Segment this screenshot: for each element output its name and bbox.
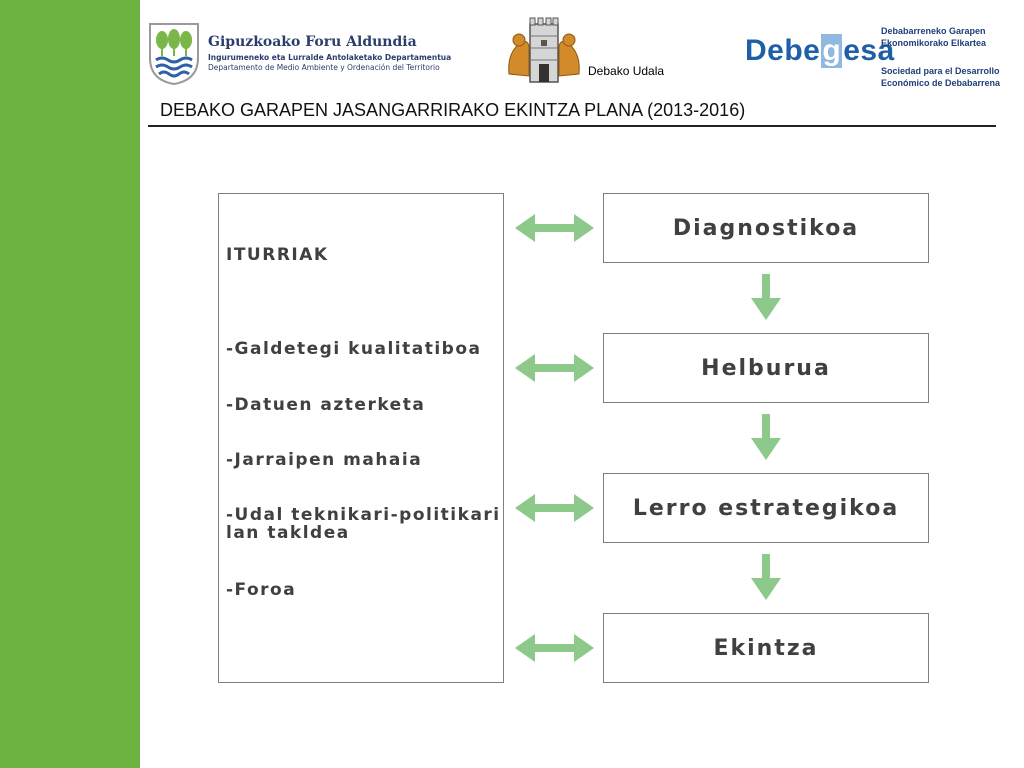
page-title: DEBAKO GARAPEN JASANGARRIRAKO EKINTZA PL… bbox=[160, 100, 746, 120]
step-box-helburua: Helburua bbox=[603, 333, 929, 403]
double-arrow-icon bbox=[515, 634, 594, 662]
step-box-diagnostikoa: Diagnostikoa bbox=[603, 193, 929, 263]
debegesa-wordmark: Debegesa bbox=[745, 34, 895, 68]
down-arrow-icon bbox=[751, 274, 781, 320]
title-divider bbox=[148, 125, 996, 127]
down-arrow-icon bbox=[751, 414, 781, 460]
debegesa-logo: Debegesa Debabarreneko Garapen Ekonomiko… bbox=[745, 26, 1015, 90]
sources-box bbox=[218, 193, 504, 683]
source-item: -Datuen azterketa bbox=[226, 395, 426, 415]
gfa-subtitle-es: Departamento de Medio Ambiente y Ordenac… bbox=[208, 63, 440, 72]
source-item: -Udal teknikari-politikari lan takldea bbox=[226, 505, 501, 543]
debegesa-line-2: Ekonomikorako Elkartea bbox=[881, 38, 987, 48]
double-arrow-icon bbox=[515, 354, 594, 382]
gfa-logo: Gipuzkoako Foru Aldundia Ingurumeneko et… bbox=[148, 22, 452, 88]
debako-coat-of-arms-icon bbox=[508, 17, 580, 83]
debako-udala-label: Debako Udala bbox=[588, 64, 665, 78]
debegesa-line-3: Sociedad para el Desarrollo bbox=[881, 66, 1000, 76]
step-box-lerro-estrategikoa: Lerro estrategikoa bbox=[603, 473, 929, 543]
double-arrow-icon bbox=[515, 214, 594, 242]
down-arrow-icon bbox=[751, 554, 781, 600]
source-item: -Jarraipen mahaia bbox=[226, 450, 423, 470]
double-arrow-icon bbox=[515, 494, 594, 522]
step-box-ekintza: Ekintza bbox=[603, 613, 929, 683]
sources-heading: ITURRIAK bbox=[226, 245, 329, 265]
gfa-shield-icon bbox=[149, 23, 199, 86]
source-item: -Foroa bbox=[226, 580, 297, 600]
debegesa-line-4: Económico de Debabarrena bbox=[881, 78, 1001, 88]
gfa-subtitle-eu: Ingurumeneko eta Lurralde Antolaketako D… bbox=[208, 53, 452, 62]
debegesa-line-1: Debabarreneko Garapen bbox=[881, 26, 986, 36]
source-item: -Galdetegi kualitatiboa bbox=[226, 339, 482, 359]
side-accent-bar bbox=[0, 0, 140, 768]
gfa-title: Gipuzkoako Foru Aldundia bbox=[208, 34, 417, 50]
